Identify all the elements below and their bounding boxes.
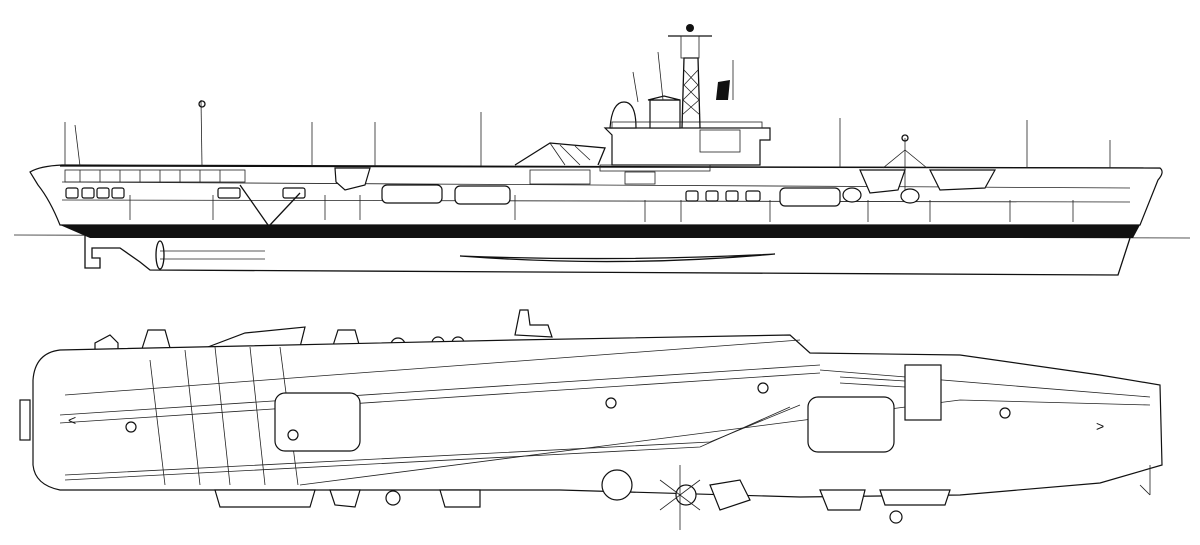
flight-deck-outline <box>32 334 1163 498</box>
bilge-keel <box>459 253 776 263</box>
gallery-structure <box>64 169 656 185</box>
svg-text:>: > <box>1096 418 1104 434</box>
aft-lift <box>274 392 361 452</box>
plan-view: < > <box>0 285 1200 545</box>
bow-anchor <box>1139 465 1151 496</box>
deck-markers <box>125 382 1011 441</box>
profile-view <box>13 24 1191 276</box>
ship-profile-drawing <box>13 24 1191 276</box>
arrester-wires <box>149 346 299 486</box>
deck-markings <box>59 339 1151 486</box>
windows-aft <box>65 187 761 202</box>
radar-antenna <box>716 80 730 100</box>
crane <box>514 142 606 166</box>
propeller <box>155 240 165 270</box>
flight-deck <box>59 165 1161 169</box>
forward-lift <box>807 396 895 453</box>
ship-plan-drawing: < > <box>19 309 1163 530</box>
starboard-sponsons <box>214 469 951 524</box>
aerial-masts <box>64 99 1111 190</box>
hull-underwater <box>84 235 1131 276</box>
crane-plan <box>659 465 701 530</box>
radome <box>609 101 637 129</box>
boats <box>334 167 997 207</box>
boot-topping <box>60 225 1140 238</box>
island-superstructure <box>599 24 771 172</box>
hull-stanchions <box>129 195 1074 222</box>
catapult-housing <box>904 364 942 421</box>
stern-fitting <box>19 399 31 441</box>
svg-text:<: < <box>68 412 76 428</box>
